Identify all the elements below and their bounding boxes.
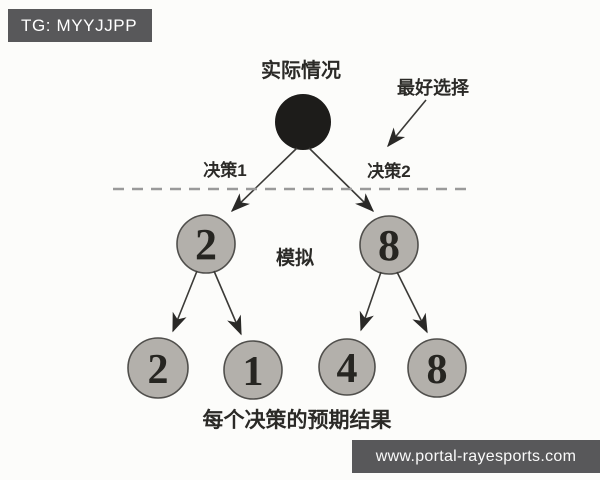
leaf-node-4 (407, 338, 467, 398)
leaf-node-4-value: 8 (427, 347, 448, 393)
decision2-label: 决策2 (367, 161, 410, 181)
best-choice-label: 最好选择 (397, 77, 470, 98)
edge-left-to-leaf1 (172, 270, 198, 333)
root-node (275, 94, 331, 150)
edge-root-to-right (308, 147, 375, 213)
caption-expected-results: 每个决策的预期结果 (203, 408, 392, 432)
branch-node-left-value: 2 (195, 220, 217, 269)
edge-left-to-leaf2 (213, 270, 242, 336)
leaf-node-1 (127, 337, 189, 399)
leaf-node-3-value: 4 (337, 346, 358, 392)
leaf-node-1-value: 2 (148, 347, 169, 393)
edge-right-to-leaf3 (359, 271, 382, 332)
leaf-node-2-value: 1 (243, 349, 264, 395)
edge-right-to-leaf4 (396, 271, 428, 334)
tg-badge: TG: MYYJJPP (8, 9, 153, 42)
edge-root-to-left (230, 147, 298, 213)
title-actual-situation: 实际情况 (261, 58, 341, 82)
leaf-node-2 (223, 340, 283, 400)
leaf-node-3 (318, 338, 376, 396)
watermark-url: www.portal-rayesports.com (352, 440, 600, 473)
best-choice-arrow (387, 99, 427, 148)
branch-node-right (359, 215, 419, 275)
branch-node-left (176, 214, 236, 274)
decision1-label: 决策1 (203, 160, 246, 180)
branch-node-right-value: 8 (378, 221, 400, 270)
simulation-label: 模拟 (276, 246, 314, 269)
